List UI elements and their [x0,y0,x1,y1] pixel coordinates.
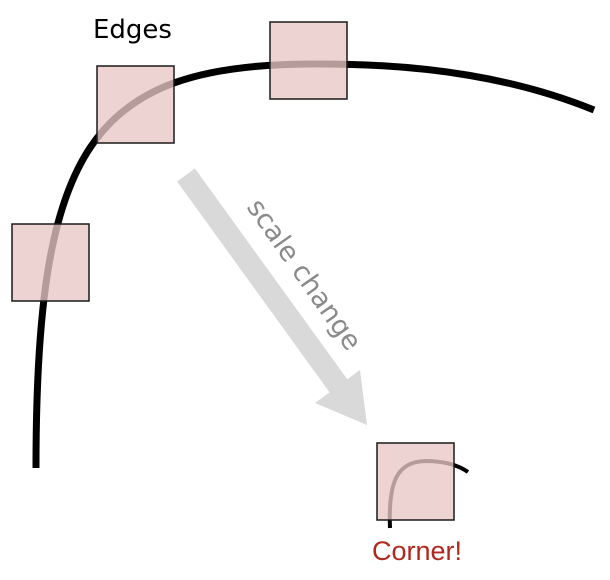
edges-label: Edges [93,15,172,45]
corner-label: Corner! [372,536,462,566]
edge-window-top [269,21,348,100]
scale-change-arrow [177,168,367,425]
corner-window [376,442,470,529]
edge-window-upper-left [96,65,175,144]
edge-window-left [11,223,90,302]
